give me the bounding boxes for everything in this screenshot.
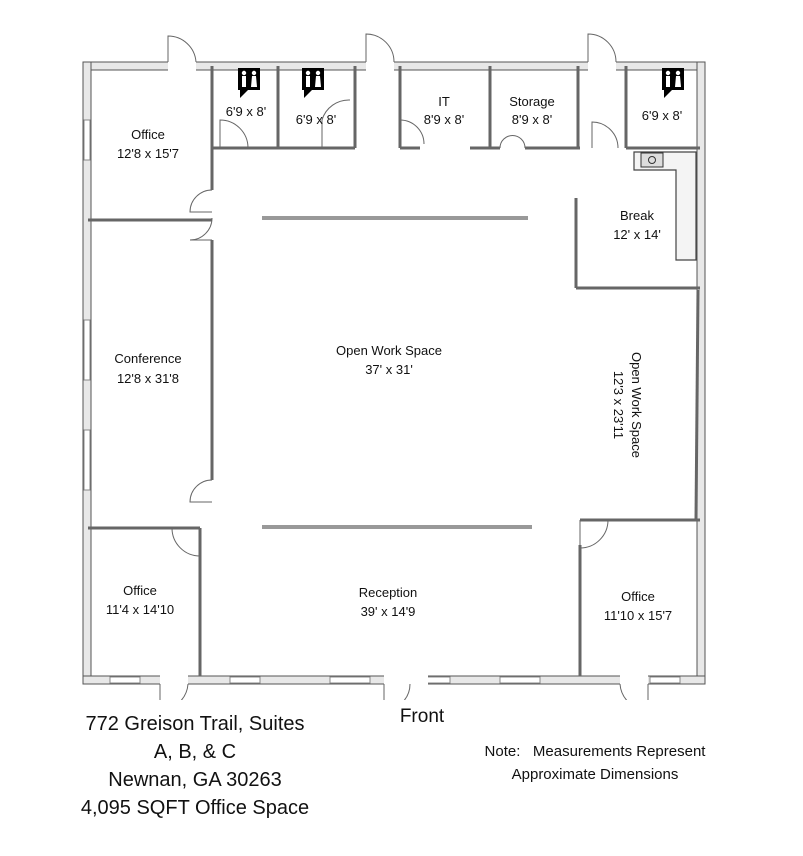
room-dims: 11'10 x 15'7	[604, 608, 672, 623]
address-line: A, B, & C	[153, 741, 237, 763]
room-name: Reception	[359, 585, 418, 600]
interior-walls	[88, 66, 700, 676]
room-name: Office	[123, 583, 157, 598]
room-name: IT	[438, 94, 450, 109]
room-name: Storage	[509, 94, 555, 109]
room-name: Office	[621, 589, 655, 604]
room-dims: 8'9 x 8'	[424, 112, 464, 127]
sink-icon	[640, 152, 664, 168]
room-dims: 12' x 14'	[613, 227, 661, 242]
room-name: Break	[620, 208, 654, 223]
room-name: Open Work Space	[629, 352, 644, 458]
room-name: Conference	[114, 351, 181, 366]
room-dims: 12'8 x 31'8	[117, 371, 179, 386]
floor-plan: Office 12'8 x 15'7 6'9 x 8' 6'9 x 8' IT …	[82, 33, 706, 700]
interior-doors	[171, 99, 619, 557]
room-dims: 11'4 x 14'10	[106, 602, 174, 617]
restroom-icon	[238, 68, 260, 98]
address-line: 772 Greison Trail, Suites	[85, 713, 305, 735]
restroom-icon	[662, 68, 684, 98]
address-line: Newnan, GA 30263	[108, 769, 282, 791]
break-counter	[633, 151, 697, 261]
measurement-note: Note: Measurements Represent Approximate…	[450, 740, 740, 786]
room-dims: 8'9 x 8'	[512, 112, 552, 127]
room-labels: Office 12'8 x 15'7 6'9 x 8' 6'9 x 8' IT …	[106, 94, 682, 623]
room-dims: 12'3 x 23'11	[611, 371, 626, 439]
room-name: Office	[131, 127, 165, 142]
exterior-walls	[82, 33, 706, 700]
address-line: 4,095 SQFT Office Space	[80, 797, 310, 819]
room-dims: 6'9 x 8'	[642, 108, 682, 123]
restroom-icon	[302, 68, 324, 98]
room-name: Open Work Space	[336, 343, 442, 358]
room-dims: 37' x 31'	[365, 362, 413, 377]
front-label: Front	[399, 706, 445, 727]
room-dims: 6'9 x 8'	[296, 112, 336, 127]
room-dims: 39' x 14'9	[361, 604, 416, 619]
room-dims: 6'9 x 8'	[226, 104, 266, 119]
property-address: 772 Greison Trail, Suites A, B, & C Newn…	[60, 710, 330, 822]
room-dims: 12'8 x 15'7	[117, 146, 179, 161]
note-line: Approximate Dimensions	[511, 766, 679, 783]
note-line: Note: Measurements Represent	[484, 743, 706, 760]
